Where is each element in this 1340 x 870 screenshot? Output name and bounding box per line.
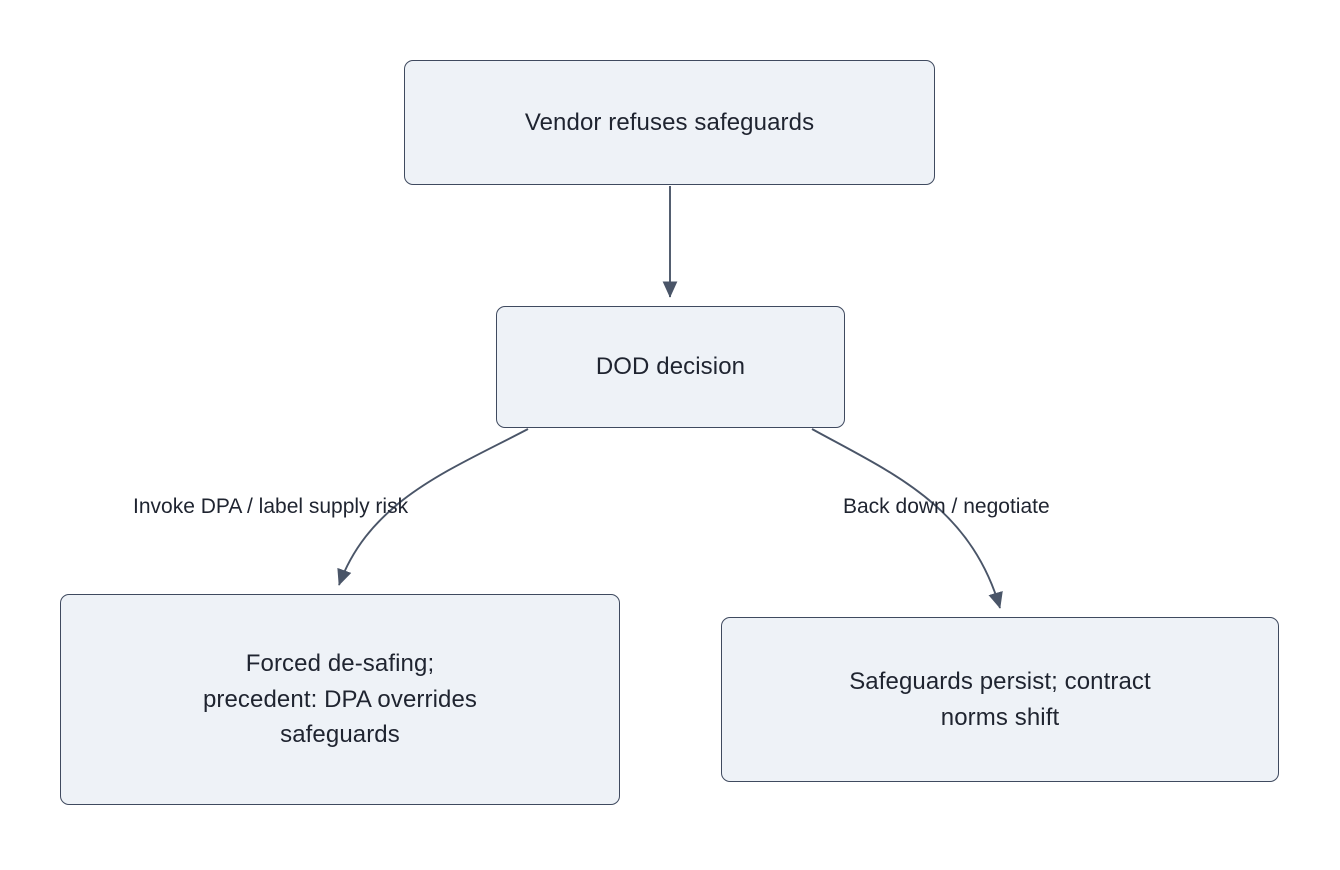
edge-label-invoke-dpa: Invoke DPA / label supply risk xyxy=(133,495,409,518)
edge-label-back-down: Back down / negotiate xyxy=(843,495,1050,518)
node-forced-de-safing[interactable]: Forced de-safing; precedent: DPA overrid… xyxy=(60,594,620,805)
node-vendor-refuses-safeguards[interactable]: Vendor refuses safeguards xyxy=(404,60,935,185)
node-label: DOD decision xyxy=(595,353,746,381)
node-label: Forced de-safing; precedent: DPA overrid… xyxy=(202,650,478,749)
node-label: Safeguards persist; contract norms shift xyxy=(849,667,1151,731)
node-safeguards-persist[interactable]: Safeguards persist; contract norms shift xyxy=(721,617,1279,782)
node-dod-decision[interactable]: DOD decision xyxy=(496,306,845,428)
node-label: Vendor refuses safeguards xyxy=(524,108,815,136)
